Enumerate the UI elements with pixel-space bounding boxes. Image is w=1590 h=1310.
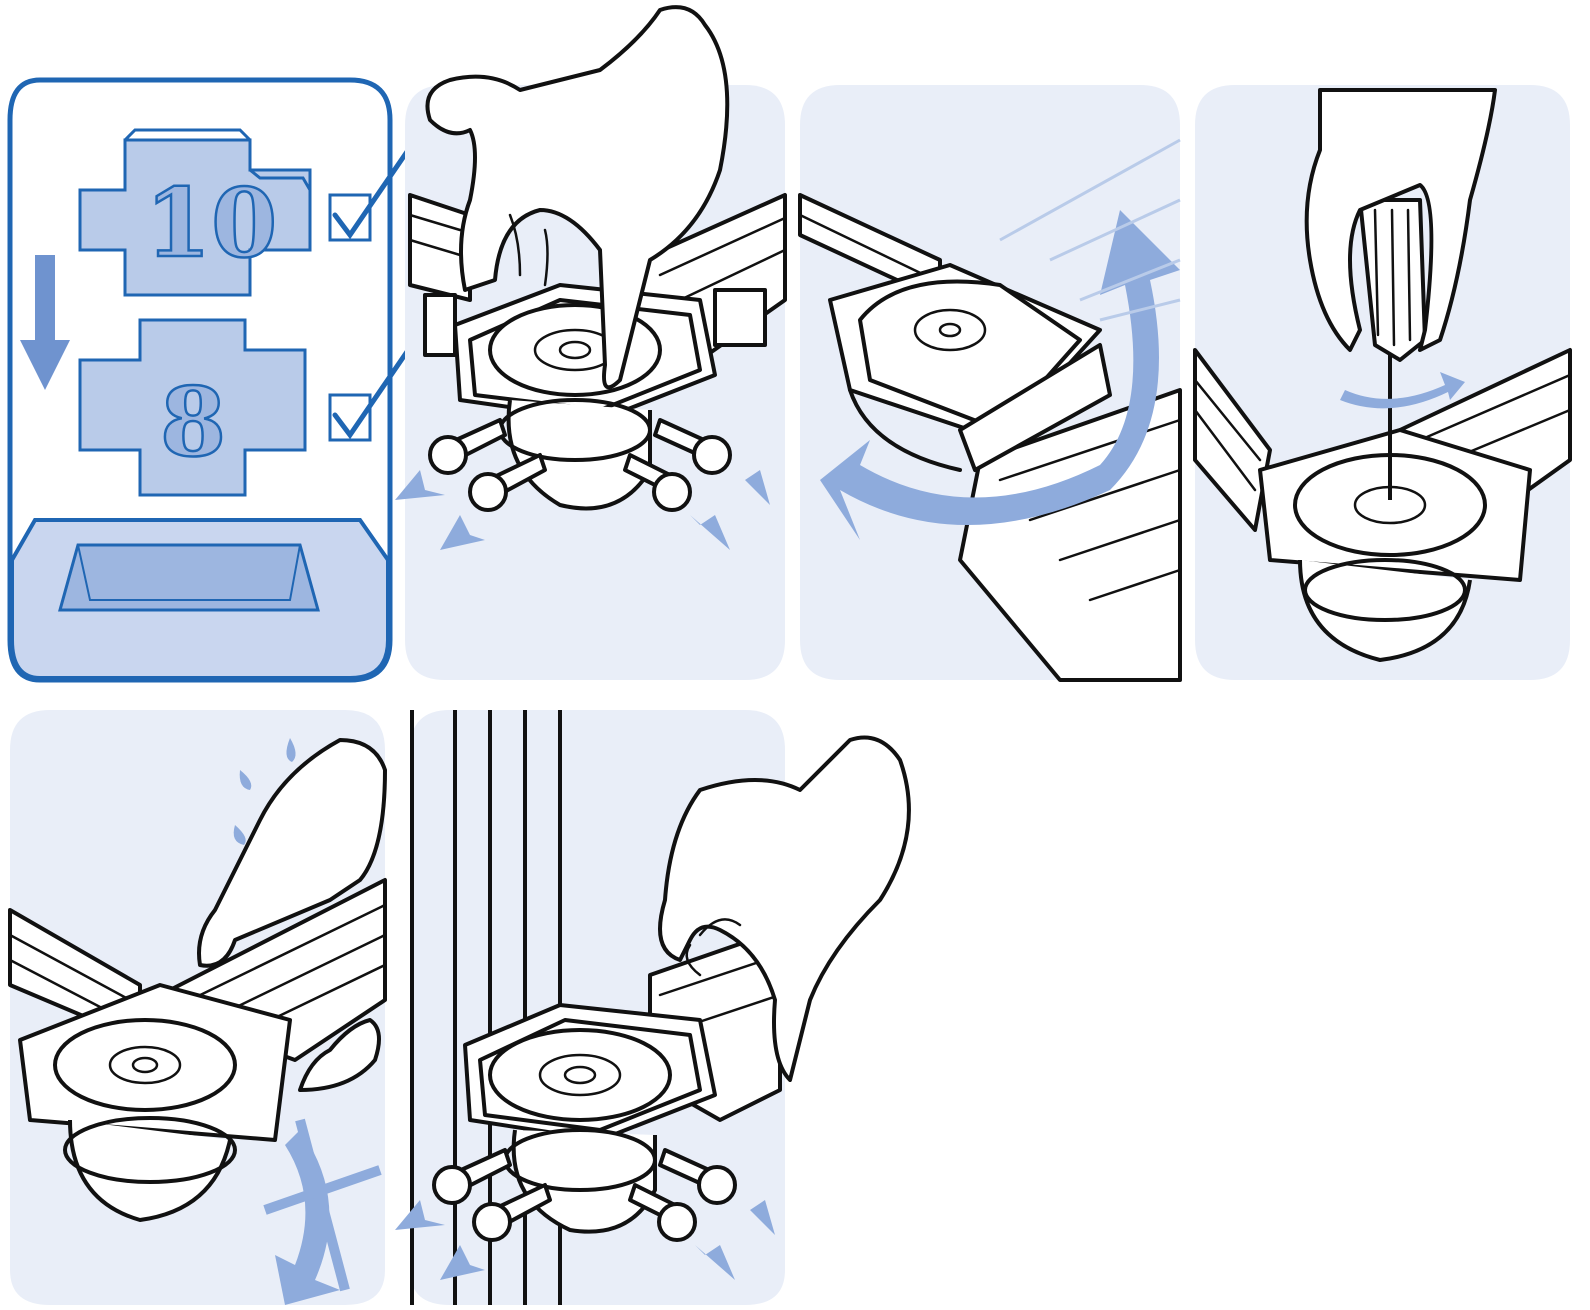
bolt-icon [428, 418, 732, 512]
panel-swivel [798, 85, 1182, 682]
panel-insert-bolts [395, 5, 787, 680]
panel-tighten-screw [1193, 85, 1572, 680]
profile-size-10: 10 [78, 128, 312, 297]
panel-size-check: 10 8 [7, 77, 418, 683]
check-icon-1 [328, 137, 418, 242]
push-arrow-icon [395, 470, 770, 550]
arrow-down-icon [20, 255, 70, 390]
no-rotate-icon [263, 1118, 382, 1305]
turn-arrow-icon [1340, 372, 1465, 409]
push-arrow-icon-vertical [395, 1200, 775, 1280]
sweat-drops-icon [233, 738, 296, 845]
number-10-label: 10 [145, 168, 277, 279]
check-icon-2 [328, 337, 418, 442]
profile-size-8: 8 [78, 318, 307, 497]
bolt-icon-vertical [432, 1148, 737, 1242]
panel-no-rotation [8, 710, 387, 1305]
rotate-arrow-icon [820, 138, 1181, 540]
number-8-label: 8 [160, 367, 226, 478]
panel-insert-bolts-vertical [395, 710, 911, 1305]
